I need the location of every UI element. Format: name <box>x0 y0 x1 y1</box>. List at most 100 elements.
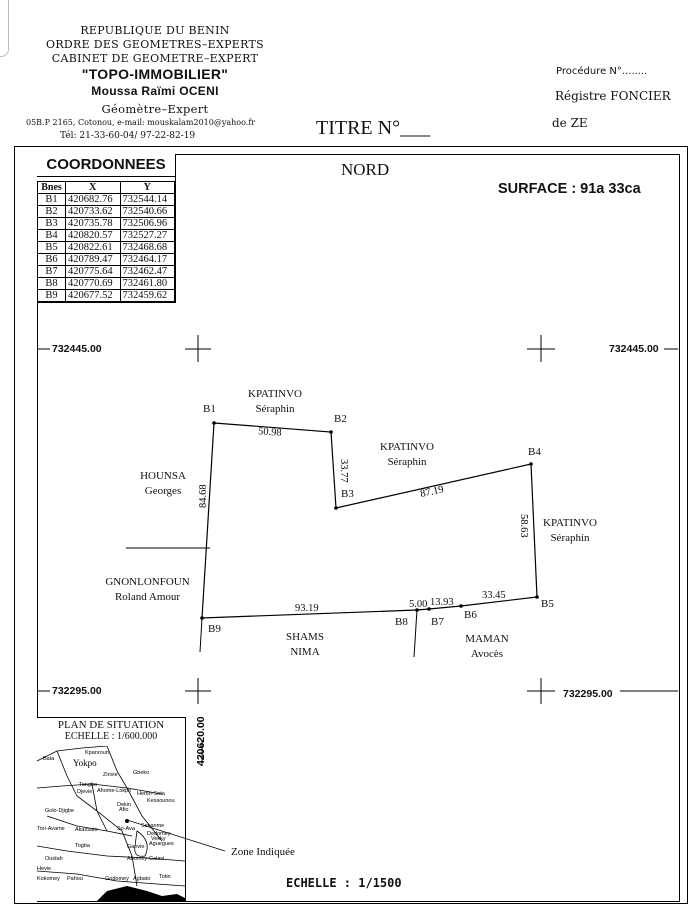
neighbour-east-surname: KPATINVO <box>543 517 597 529</box>
coord-label-y-top-left: 732445.00 <box>52 343 102 355</box>
procedure-number: Procédure N°........ <box>556 66 648 77</box>
distance-b1-b2: 50.98 <box>257 426 282 439</box>
beacon-label-b1: B1 <box>203 403 216 415</box>
coord-label-y-top-right: 732445.00 <box>609 343 659 355</box>
cell-y: 732540.66 <box>119 205 176 218</box>
cell-bne: B8 <box>36 277 67 290</box>
map-lagoon <box>97 886 185 901</box>
map-road-7 <box>37 870 185 887</box>
situation-scale: ECHELLE : 1/600.000 <box>64 731 158 742</box>
cell-y: 732462.47 <box>119 265 176 278</box>
map-zone-marker <box>125 819 129 823</box>
cell-x: 420820.57 <box>65 229 121 242</box>
coord-label-y-bottom-right: 732295.00 <box>563 688 613 700</box>
map-place-label: Akassato <box>75 827 98 833</box>
neighbour-south-east-first: Avocès <box>470 648 504 660</box>
titre-number: TITRE N°___ <box>316 117 431 139</box>
map-place-label: Kpanroun <box>85 750 109 756</box>
cell-bne: B4 <box>36 229 67 242</box>
corner-mark <box>0 0 9 57</box>
distance-b6-b7: 13.93 <box>430 597 454 608</box>
cell-y: 732527.27 <box>119 229 176 242</box>
cell-y: 732468.68 <box>119 241 176 254</box>
north-label: NORD <box>341 160 390 179</box>
cell-x: 420822.61 <box>65 241 121 254</box>
neighbour-west-upper: HOUNSA Georges <box>118 469 208 499</box>
map-place-label: Tangbo <box>79 782 97 788</box>
surface-label: SURFACE : 91a 33ca <box>498 181 641 197</box>
beacon-label-b5: B5 <box>541 598 554 610</box>
map-place-label: Togba <box>75 843 91 849</box>
map-place-label: Afio <box>119 807 128 813</box>
beacon-label-b2: B2 <box>334 413 347 425</box>
beacon-label-b9: B9 <box>208 623 221 635</box>
map-road-4 <box>46 815 133 837</box>
beacon-label-b6: B6 <box>464 609 477 621</box>
neighbour-west-upper-first: Georges <box>144 485 182 497</box>
header-firm: "TOPO-IMMOBILIER" <box>81 66 229 82</box>
cell-bne: B1 <box>36 193 67 206</box>
header-order: ORDRE DES GEOMETRES–EXPERTS <box>46 38 264 51</box>
cell-bne: B9 <box>36 289 67 302</box>
situation-plan: PLAN DE SITUATION ECHELLE : 1/600.000 Ba… <box>37 717 186 901</box>
map-place-label: Hevie <box>37 866 51 872</box>
beacon-label-b7: B7 <box>431 616 444 628</box>
map-place-label: Golo-Djigbe <box>45 808 74 814</box>
coord-label-y-bottom-left: 732295.00 <box>52 685 102 697</box>
map-place-label: Ganvie <box>127 844 144 850</box>
cell-bne: B2 <box>36 205 67 218</box>
map-place-label: Aguegues <box>149 841 174 847</box>
map-road-8 <box>91 783 108 832</box>
neighbour-west-lower-first: Roland Amour <box>114 591 181 603</box>
cell-x: 420770.69 <box>65 277 121 290</box>
header-name: Moussa Raïmi OCENI <box>91 84 219 98</box>
neighbour-east: KPATINVO Séraphin <box>525 516 615 546</box>
map-place-label: Sekanme <box>141 823 164 829</box>
neighbour-south-west-first: NIMA <box>290 646 320 658</box>
cell-bne: B5 <box>36 241 67 254</box>
beacon-label-b3: B3 <box>341 488 354 500</box>
registre-ze: de ZE <box>552 116 588 130</box>
cell-bne: B7 <box>36 265 67 278</box>
cell-x: 420733.62 <box>65 205 121 218</box>
cell-x: 420735.78 <box>65 217 121 230</box>
zone-indiquee-label: Zone Indiquée <box>231 846 295 858</box>
map-place-label: Bata <box>43 756 55 762</box>
header-republic: REPUBLIQUE DU BENIN <box>80 24 230 37</box>
neighbour-south-west-surname: SHAMS <box>286 631 324 643</box>
map-place-label: Ahome-Lokpo <box>97 788 131 794</box>
col-y: Y <box>119 181 176 194</box>
map-road-5 <box>37 845 185 862</box>
map-place-label: Zinvie <box>103 772 118 778</box>
cell-y: 732461.80 <box>119 277 176 290</box>
neighbour-south-east: MAMAN Avocès <box>457 632 517 662</box>
cell-bne: B6 <box>36 253 67 266</box>
map-place-label: Djevie <box>77 789 92 795</box>
cell-bne: B3 <box>36 217 67 230</box>
cell-x: 420682.76 <box>65 193 121 206</box>
cell-x: 420677.52 <box>65 289 121 302</box>
neighbour-north-surname: KPATINVO <box>248 388 302 400</box>
neighbour-south-west: SHAMS NIMA <box>275 630 335 660</box>
map-place-label: Agbato <box>133 876 150 882</box>
map-place-label: Ouidah <box>45 856 63 862</box>
map-place-label: Hertin-Sota <box>137 791 166 797</box>
map-place-label: Pahou <box>67 876 83 882</box>
neighbour-west-lower-surname: GNONLONFOUN <box>105 576 190 588</box>
col-bnes: Bnes <box>36 181 67 194</box>
distance-b7-b8: 5.00 <box>409 599 428 610</box>
situation-title: PLAN DE SITUATION <box>57 719 165 731</box>
plan-scale: ECHELLE : 1/1500 <box>286 876 402 890</box>
map-place-label: So-Ava <box>117 826 136 832</box>
neighbour-north-east-surname: KPATINVO <box>380 441 434 453</box>
map-place-label: Kessounou <box>147 798 175 804</box>
